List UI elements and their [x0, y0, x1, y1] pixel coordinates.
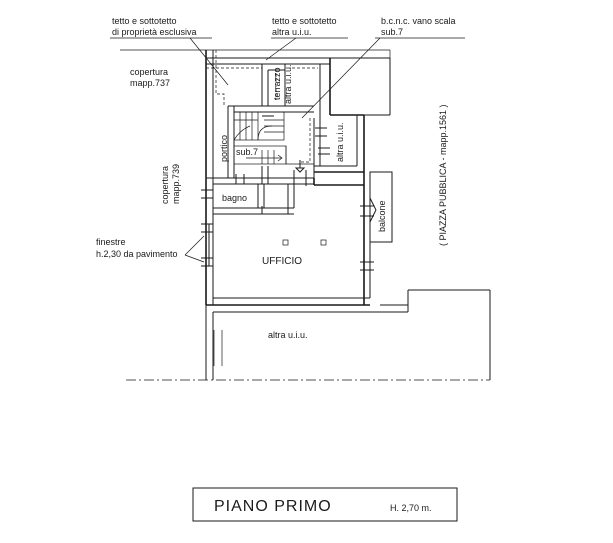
label-terrazzo: terrazzo — [272, 67, 282, 100]
label-bagno: bagno — [222, 193, 247, 203]
label-altra-bottom: altra u.i.u. — [268, 330, 308, 340]
label-bcnc-1: b.c.n.c. vano scala — [381, 16, 456, 26]
label-altra-right: altra u.i.u. — [335, 122, 345, 162]
labels: tetto e sottotetto di proprietà esclusiv… — [96, 16, 456, 340]
label-tetto-esclusiva-2: di proprietà esclusiva — [112, 27, 197, 37]
label-portico: portico — [219, 135, 229, 162]
label-terrazzo-altra: altra u.i.u. — [283, 64, 293, 104]
label-sub7: sub.7 — [236, 147, 258, 157]
height-text: H. 2,70 m. — [390, 503, 432, 513]
label-bcnc-2: sub.7 — [381, 27, 403, 37]
label-tetto-altra-1: tetto e sottotetto — [272, 16, 337, 26]
label-piazza: ( PIAZZA PUBBLICA - mapp.1561 ) — [438, 104, 448, 246]
eave-lines — [206, 50, 318, 163]
label-copertura-739-2: mapp.739 — [171, 164, 181, 204]
balcony — [369, 171, 393, 243]
right-strip — [330, 57, 391, 116]
label-tetto-esclusiva-1: tetto e sottotetto — [112, 16, 177, 26]
label-finestre-1: finestre — [96, 237, 126, 247]
lower-area — [126, 289, 491, 381]
openings — [201, 115, 374, 271]
label-copertura-739-1: copertura — [160, 166, 170, 204]
label-finestre-2: h.2,30 da pavimento — [96, 249, 178, 259]
label-copertura-737-2: mapp.737 — [130, 78, 170, 88]
title-block: PIANO PRIMO H. 2,70 m. — [192, 487, 458, 522]
staircase — [233, 111, 314, 173]
label-copertura-737-1: copertura — [130, 67, 168, 77]
leader-lines — [110, 37, 465, 263]
label-tetto-altra-2: altra u.i.u. — [272, 27, 312, 37]
label-balcone: balcone — [377, 200, 387, 232]
columns — [282, 239, 327, 246]
label-ufficio: UFFICIO — [262, 256, 302, 267]
title-text: PIANO PRIMO — [214, 498, 332, 515]
